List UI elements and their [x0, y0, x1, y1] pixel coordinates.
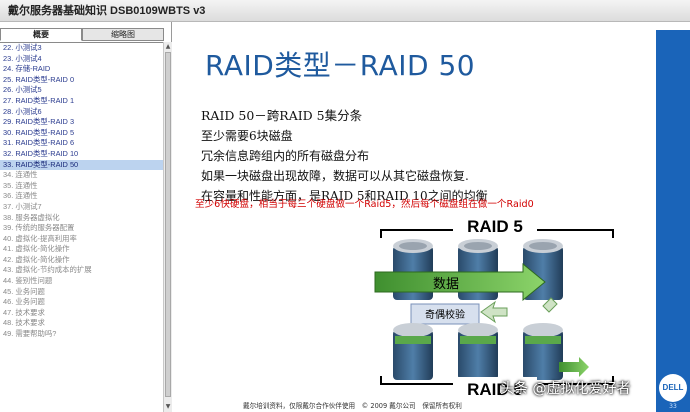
disk-icon	[393, 323, 433, 380]
disk-icon	[458, 323, 498, 380]
outline-item[interactable]: 38. 服务器虚拟化	[3, 212, 60, 222]
panel-tabs: 概要 缩略图	[0, 28, 164, 41]
outline-item[interactable]: 44. 鉴别性问题	[3, 276, 53, 286]
bullet-item: 如果一块磁盘出现故障，数据可以从其它磁盘恢复.	[201, 169, 469, 183]
slide-title: RAID类型－RAID 50	[205, 49, 476, 82]
bullet-item: 在容量和性能方面，是RAID 5和RAID 10之间的均衡	[201, 189, 488, 203]
raid5-top-label: RAID 5	[467, 217, 523, 236]
outline-item[interactable]: 29. RAID类型-RAID 3	[3, 117, 75, 127]
page-number: 33	[669, 403, 677, 410]
outline-item[interactable]: 26. 小测试5	[3, 85, 42, 95]
scrollbar-thumb[interactable]	[165, 52, 171, 397]
slide-canvas: DELL 33 RAID类型－RAID 50 RAID 50－跨RAID 5集分…	[173, 22, 690, 412]
outline-item[interactable]: 24. 存储-RAID	[3, 64, 51, 74]
data-label: 数据	[433, 277, 459, 292]
window-title: 戴尔服务器基础知识 DSB0109WBTS v3	[0, 0, 690, 22]
scroll-down-icon[interactable]: ▼	[165, 403, 171, 410]
parity-label: 奇偶校验	[425, 308, 465, 321]
tab-thumbnails[interactable]: 缩略图	[82, 28, 164, 41]
slide-side-bar: DELL 33	[656, 30, 690, 412]
outline-item[interactable]: 49. 需要帮助吗?	[3, 329, 57, 339]
bullet-item: 冗余信息跨组内的所有磁盘分布	[201, 149, 370, 163]
outline-item[interactable]: 34. 连通性	[3, 170, 38, 180]
outline-item[interactable]: 25. RAID类型-RAID 0	[3, 74, 75, 84]
outline-item[interactable]: 48. 技术要求	[3, 318, 45, 328]
outline-item[interactable]: 45. 业务问题	[3, 286, 45, 296]
data-arrow-icon	[374, 262, 546, 302]
parity-box	[410, 303, 480, 325]
scroll-up-icon[interactable]: ▲	[165, 43, 171, 50]
outline-item[interactable]: 39. 传统的服务器配置	[3, 223, 75, 233]
outline-item[interactable]: 30. RAID类型-RAID 5	[3, 127, 75, 137]
dell-logo-icon: DELL	[659, 374, 687, 402]
bullet-item: 至少需要6块磁盘	[201, 129, 293, 143]
outline-item[interactable]: 41. 虚拟化-简化操作	[3, 244, 70, 254]
raid50-diagram: RAID 5 数据 奇偶校验	[374, 215, 614, 399]
note-text: 至少6快硬盘，相当于每三个硬盘做一个Raid5，然后每个磁盘组在做一个Raid0	[195, 199, 534, 210]
outline-item[interactable]: 31. RAID类型-RAID 6	[3, 138, 75, 148]
outline-item[interactable]: 22. 小测试3	[3, 43, 42, 52]
raid5-bottom-label: RAID 5	[467, 380, 523, 399]
outline-item[interactable]: 32. RAID类型-RAID 10	[3, 148, 79, 158]
arrow-icon	[559, 357, 589, 377]
slide-footer: 戴尔培训资料，仅限戴尔合作伙伴使用 © 2009 戴尔公司 保留所有权利	[243, 402, 462, 410]
outline-item[interactable]: 36. 连通性	[3, 191, 38, 201]
outline-item[interactable]: 40. 虚拟化-提高利用率	[3, 233, 77, 243]
disk-icon	[523, 323, 563, 380]
outline-item[interactable]: 42. 虚拟化-简化操作	[3, 254, 70, 264]
outline-item[interactable]: 23. 小测试4	[3, 53, 42, 63]
arrow-icon	[480, 300, 508, 324]
outline-item[interactable]: 43. 虚拟化-节约成本的扩展	[3, 265, 92, 275]
outline-item[interactable]: 35. 连通性	[3, 180, 38, 190]
outline-item[interactable]: 46. 业务问题	[3, 297, 45, 307]
bullet-list: RAID 50－跨RAID 5集分条 至少需要6块磁盘 冗余信息跨组内的所有磁盘…	[201, 106, 488, 206]
arrow-icon	[542, 297, 558, 313]
outline-item[interactable]: 47. 技术要求	[3, 307, 45, 317]
outline-item[interactable]: 33. RAID类型-RAID 50	[0, 159, 163, 171]
outline-scrollbar[interactable]: ▲ ▼	[163, 42, 172, 412]
outline-item[interactable]: 27. RAID类型-RAID 1	[3, 95, 75, 105]
outline-item[interactable]: 28. 小测试6	[3, 106, 42, 116]
tab-outline[interactable]: 概要	[0, 28, 82, 41]
watermark-text: 头条 @虚拟化爱好者	[500, 381, 631, 397]
top-label-bg	[453, 215, 537, 237]
bullet-item: RAID 50－跨RAID 5集分条	[201, 108, 363, 123]
bottom-label-bg	[453, 377, 537, 399]
outline-item[interactable]: 37. 小测试7	[3, 201, 42, 211]
